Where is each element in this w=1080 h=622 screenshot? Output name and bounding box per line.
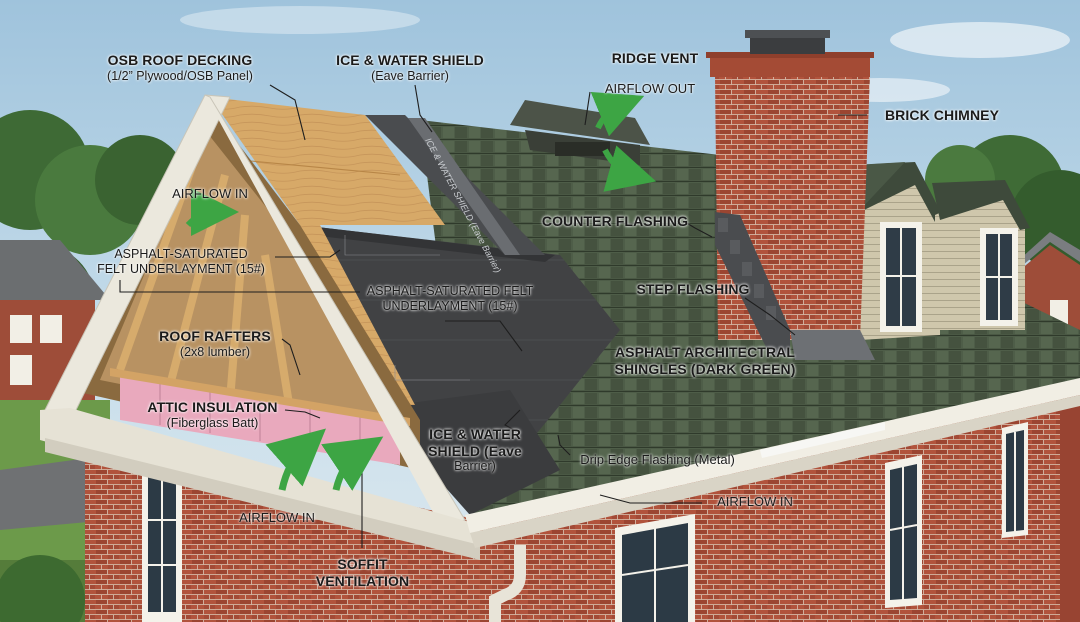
gable-trim bbox=[40, 94, 480, 560]
label-ice-water-shield-bottom: ICE & WATER SHIELD (Eave Barrier) bbox=[425, 426, 525, 474]
label-line: VENTILATION bbox=[315, 572, 410, 589]
label-attic-insulation: ATTIC INSULATION (Fiberglass Batt) bbox=[140, 399, 285, 430]
airflow-arrow-icon bbox=[185, 188, 239, 237]
label-text: AIRFLOW IN bbox=[717, 494, 793, 509]
label-subtitle: (2x8 lumber) bbox=[179, 344, 251, 359]
label-title: ATTIC INSULATION bbox=[147, 399, 278, 415]
label-subtitle: (1/2” Plywood/OSB Panel) bbox=[107, 68, 253, 83]
label-text: Drip Edge Flashing (Metal) bbox=[580, 452, 735, 467]
label-line: ASPHALT-SATURATED FELT bbox=[366, 284, 534, 298]
airflow-arrow-icon bbox=[265, 428, 326, 491]
label-title: BRICK CHIMNEY bbox=[884, 107, 1000, 123]
label-drip-edge-flashing: Drip Edge Flashing (Metal) bbox=[570, 452, 745, 467]
label-text: AIRFLOW IN bbox=[239, 510, 315, 525]
label-roof-rafters: ROOF RAFTERS (2x8 lumber) bbox=[150, 328, 280, 359]
label-airflow-in-soffit: AIRFLOW IN bbox=[222, 510, 332, 525]
label-felt-underlayment-mid: ASPHALT-SATURATED FELT UNDERLAYMENT (15#… bbox=[350, 284, 550, 314]
gutter bbox=[465, 378, 1080, 548]
label-airflow-in-attic: AIRFLOW IN bbox=[160, 186, 260, 201]
label-airflow-out: AIRFLOW OUT bbox=[595, 81, 705, 96]
label-subtitle: (Eave Barrier) bbox=[371, 68, 449, 83]
airflow-arrow-icon bbox=[590, 91, 645, 137]
label-line: SHINGLES (DARK GREEN) bbox=[614, 360, 796, 377]
label-title: RIDGE VENT bbox=[611, 50, 699, 66]
label-title: ROOF RAFTERS bbox=[159, 328, 271, 344]
wall-windows bbox=[142, 422, 1028, 622]
label-ridge-vent: RIDGE VENT bbox=[605, 50, 705, 67]
chimney-flashing bbox=[715, 212, 875, 360]
label-title: COUNTER FLASHING bbox=[541, 213, 689, 229]
label-counter-flashing: COUNTER FLASHING bbox=[540, 213, 690, 230]
label-line: ASPHALT ARCHITECTRAL bbox=[614, 344, 796, 360]
label-line: FELT UNDERLAYMENT (15#) bbox=[97, 261, 265, 276]
dormer-right bbox=[932, 180, 1030, 330]
label-felt-underlayment-left: ASPHALT-SATURATED FELT UNDERLAYMENT (15#… bbox=[86, 247, 276, 277]
felt-underlayment-layer bbox=[300, 225, 620, 515]
label-title: ICE & WATER SHIELD bbox=[336, 52, 484, 68]
label-soffit-ventilation: SOFFIT VENTILATION bbox=[305, 556, 420, 589]
label-line: Barrier) bbox=[454, 459, 496, 474]
ice-water-shield-strip bbox=[365, 115, 545, 255]
label-asphalt-shingles: ASPHALT ARCHITECTRAL SHINGLES (DARK GREE… bbox=[600, 344, 810, 377]
airflow-arrow-icon bbox=[602, 145, 657, 192]
label-title: STEP FLASHING bbox=[636, 281, 750, 297]
label-brick-chimney: BRICK CHIMNEY bbox=[872, 107, 1012, 124]
osb-decking bbox=[210, 97, 445, 405]
label-text: AIRFLOW IN bbox=[172, 186, 248, 201]
label-line: SOFFIT bbox=[337, 556, 388, 572]
label-ice-water-shield-top: ICE & WATER SHIELD (Eave Barrier) bbox=[325, 52, 495, 83]
label-osb-roof-decking: OSB ROOF DECKING (1/2” Plywood/OSB Panel… bbox=[90, 52, 270, 83]
label-subtitle: (Fiberglass Batt) bbox=[166, 415, 259, 430]
label-line: SHIELD (Eave bbox=[428, 442, 522, 459]
label-airflow-in-gutter: AIRFLOW IN bbox=[700, 494, 810, 509]
airflow-arrow-icon bbox=[321, 436, 384, 491]
label-title: OSB ROOF DECKING bbox=[107, 52, 253, 68]
dormer-left bbox=[855, 162, 945, 340]
label-line: UNDERLAYMENT (15#) bbox=[382, 298, 518, 313]
label-line: ASPHALT-SATURATED bbox=[114, 247, 248, 261]
label-line: ICE & WATER bbox=[429, 426, 521, 442]
label-step-flashing: STEP FLASHING bbox=[628, 281, 758, 298]
airflow-arrows bbox=[185, 91, 657, 491]
label-text: AIRFLOW OUT bbox=[604, 81, 696, 96]
